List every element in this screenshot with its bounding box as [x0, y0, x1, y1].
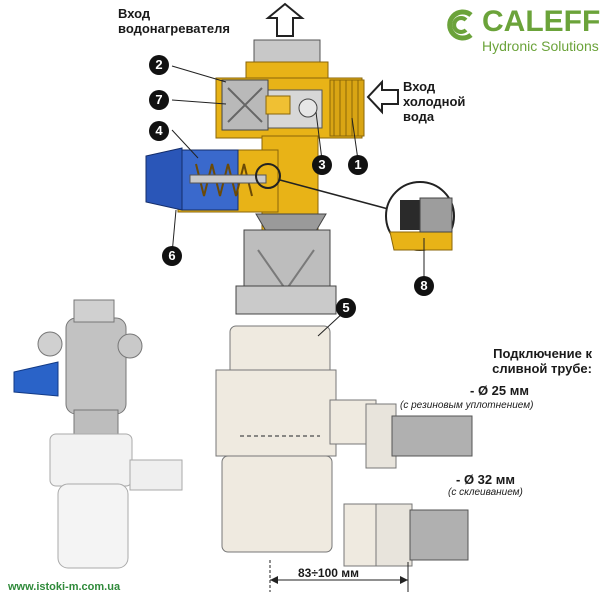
- photo-siphon-outlet: [129, 459, 183, 491]
- safety-valve-shaft: [189, 174, 267, 184]
- drain-connect-line2: сливной трубе:: [492, 361, 592, 376]
- funnel-thread: [235, 285, 337, 315]
- dimension-arrow-right: [400, 576, 408, 584]
- drain-pipe-32: [409, 509, 469, 561]
- callout-3: 3: [312, 155, 332, 175]
- drain-connect-label: Подключение к сливной трубе:: [422, 346, 592, 376]
- seal-detail-gray: [419, 197, 453, 233]
- diameter-32-label: - Ø 32 мм: [456, 472, 515, 487]
- seal-detail-circle: [255, 163, 281, 189]
- siphon-bowl: [221, 455, 333, 553]
- photo-valve-left-knob: [37, 331, 63, 357]
- heater-inlet-label-line1: Вход: [118, 6, 151, 21]
- callout-7: 7: [149, 90, 169, 110]
- cold-inlet-thread: [329, 79, 365, 137]
- callout-4: 4: [149, 121, 169, 141]
- callout-6: 6: [162, 246, 182, 266]
- safety-valve-blue-cap: [145, 147, 183, 211]
- photo-siphon-top: [49, 433, 133, 487]
- seal-detail-brass: [389, 231, 453, 251]
- brand-tagline: Hydronic Solutions: [482, 38, 599, 54]
- heater-inlet-label: Вход водонагревателя: [118, 6, 230, 36]
- drain-connect-line1: Подключение к: [493, 346, 592, 361]
- photo-blue-cap: [13, 361, 59, 397]
- photo-valve-top: [73, 299, 115, 323]
- callout-8: 8: [414, 276, 434, 296]
- flow-up-arrow-icon: [265, 2, 305, 37]
- cold-inlet-label: Вход холодной вода: [403, 79, 465, 124]
- siphon-body: [215, 369, 337, 457]
- shutoff-valve-pattern: [227, 87, 263, 123]
- product-photo: [13, 299, 183, 569]
- flow-left-arrow-icon: [366, 79, 399, 115]
- diameter-25-label: - Ø 25 мм: [470, 383, 529, 398]
- adapter-32-nut: [375, 503, 413, 567]
- dimension-arrow-left: [270, 576, 278, 584]
- adapter-32-body: [343, 503, 381, 567]
- callout-2: 2: [149, 55, 169, 75]
- caleffi-logo-icon: [447, 9, 473, 41]
- photo-siphon-bowl: [57, 483, 129, 569]
- cold-inlet-label-line1: Вход: [403, 79, 436, 94]
- cold-inlet-label-line3: вода: [403, 109, 435, 124]
- dimension-label: 83÷100 мм: [298, 566, 360, 580]
- callout-1: 1: [348, 155, 368, 175]
- siphon-outlet-nut-25: [365, 403, 397, 469]
- drain-pipe-25: [391, 415, 473, 457]
- cold-inlet-label-line2: холодной: [403, 94, 466, 109]
- photo-valve-side-port: [117, 333, 143, 359]
- heater-inlet-label-line2: водонагревателя: [118, 21, 230, 36]
- seal-detail-gasket: [400, 200, 420, 230]
- website-footer: www.istoki-m.com.ua: [8, 581, 121, 593]
- detail-leader-line: [279, 179, 393, 211]
- cold-inlet-thread-lines: [333, 80, 359, 136]
- valve-stem: [265, 95, 291, 115]
- callout-5: 5: [336, 298, 356, 318]
- diameter-25-note: (с резиновым уплотнением): [400, 400, 534, 411]
- check-valve-ball: [298, 98, 318, 118]
- caleffi-logo: CALEFFI Hydronic Solutions: [444, 5, 600, 54]
- siphon-top: [229, 325, 331, 377]
- brand-name: CALEFFI: [482, 5, 600, 38]
- photo-valve-body: [65, 317, 127, 415]
- diameter-32-note: (с склеиванием): [448, 487, 523, 498]
